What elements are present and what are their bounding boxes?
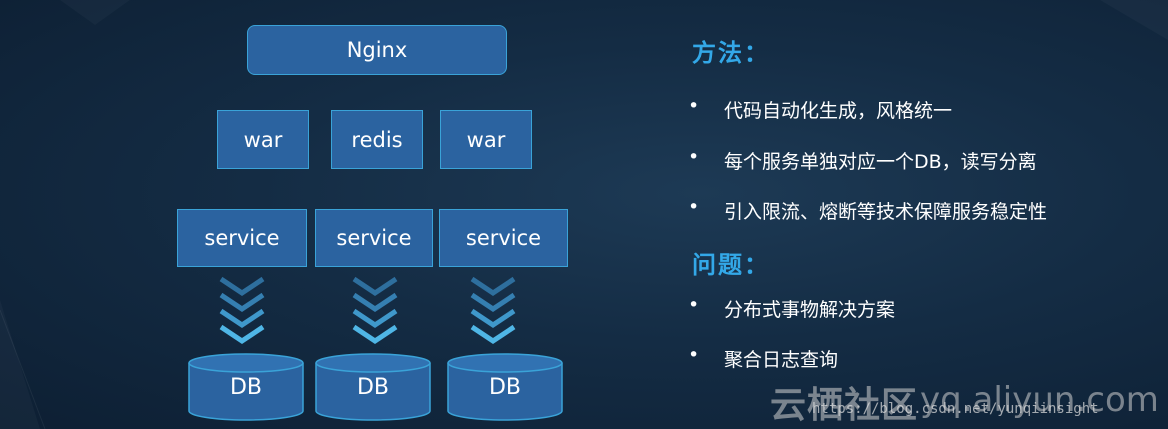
nginx-label: Nginx <box>346 38 408 62</box>
db-cylinder-middle: DB <box>315 353 431 423</box>
service-label: service <box>204 226 280 250</box>
service-label: service <box>336 226 412 250</box>
bullet-dot: • <box>688 196 700 218</box>
service-box-middle: service <box>315 209 433 267</box>
methods-item: 代码自动化生成，风格统一 <box>724 100 953 122</box>
db-label: DB <box>356 375 390 400</box>
watermark-domain: yq.aliyun.com <box>920 380 1159 420</box>
chevron-down-icon <box>219 276 265 345</box>
methods-heading: 方法： <box>692 39 770 67</box>
problems-item: 聚合日志查询 <box>724 349 839 371</box>
db-cylinder-right: DB <box>447 353 563 423</box>
bullet-dot: • <box>688 95 700 117</box>
bullet-dot: • <box>688 294 700 316</box>
problems-heading: 问题： <box>692 251 770 279</box>
methods-item: 引入限流、熔断等技术保障服务稳定性 <box>724 201 1048 223</box>
db-label: DB <box>488 375 522 400</box>
service-box-left: service <box>177 209 307 267</box>
database-icon <box>447 353 563 421</box>
service-label: service <box>465 226 542 250</box>
redis-label: redis <box>351 127 403 152</box>
war-box-right: war <box>440 110 532 169</box>
watermark-url: https://blog.csdn.net/yunqiinsight <box>812 401 1099 417</box>
nginx-box: Nginx <box>247 25 507 75</box>
redis-box: redis <box>331 110 423 169</box>
bullet-dot: • <box>688 344 700 366</box>
db-label: DB <box>229 375 263 400</box>
problems-item: 分布式事物解决方案 <box>724 299 896 321</box>
chevron-down-icon <box>352 276 398 345</box>
war-label: war <box>243 127 283 152</box>
chevron-down-icon <box>470 276 516 345</box>
service-box-right: service <box>439 209 568 267</box>
war-box-left: war <box>217 110 309 169</box>
watermark-brand: 云栖社区 <box>770 385 919 426</box>
bullet-dot: • <box>688 146 700 168</box>
db-cylinder-left: DB <box>188 353 304 423</box>
database-icon <box>315 353 431 421</box>
war-label: war <box>466 127 506 152</box>
methods-item: 每个服务单独对应一个DB，读写分离 <box>724 151 1037 173</box>
database-icon <box>188 353 304 421</box>
